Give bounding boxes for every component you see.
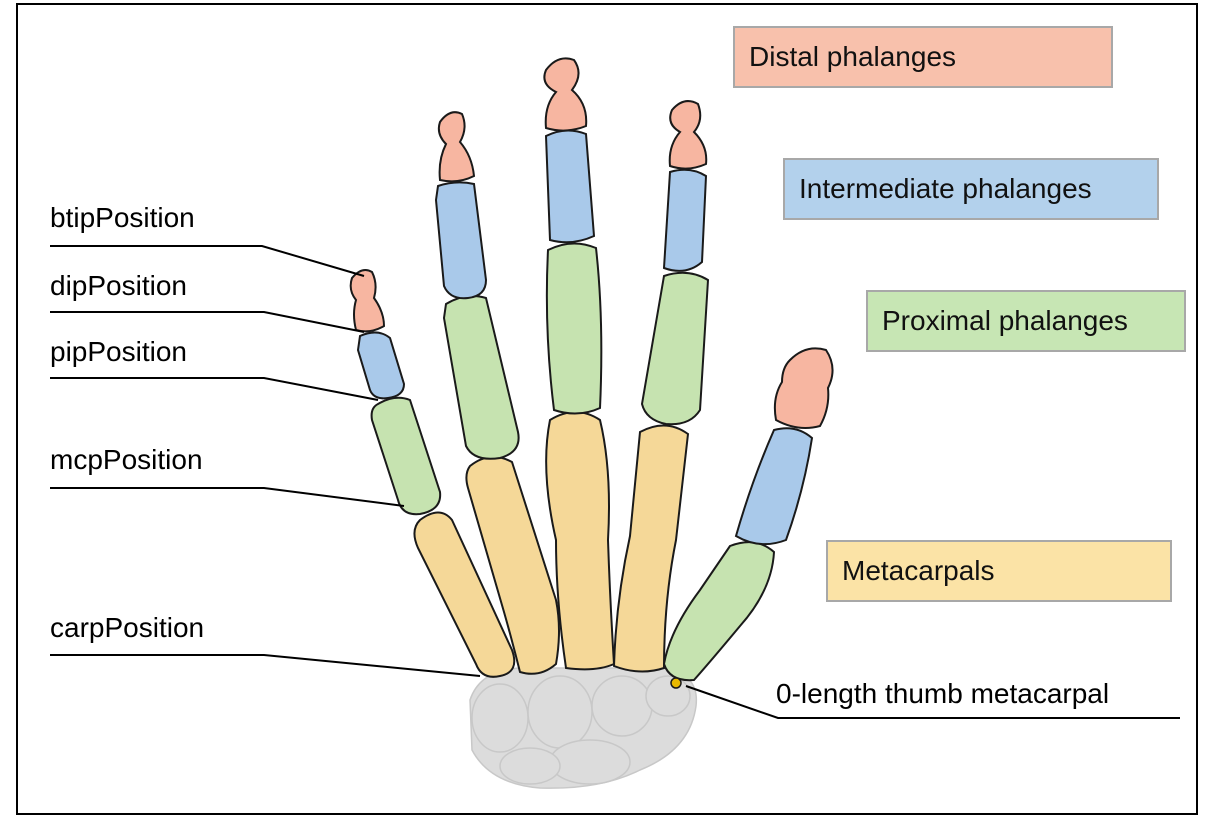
label-dip-position: dipPosition — [50, 270, 187, 301]
legend-distal: Distal phalanges — [733, 26, 1113, 88]
label-carp-position: carpPosition — [50, 612, 205, 643]
legend-metacarpal: Metacarpals — [826, 540, 1172, 602]
index-finger — [612, 100, 710, 673]
leader-lines — [50, 245, 1180, 719]
label-thumb-metacarpal: 0-length thumb metacarpal — [776, 678, 1110, 709]
label-pip-position: pipPosition — [50, 336, 187, 367]
legend-intermediate: Intermediate phalanges — [783, 158, 1159, 220]
label-mcp-position: mcpPosition — [50, 444, 203, 475]
carpal-bones — [469, 667, 698, 789]
middle-finger — [543, 57, 616, 671]
thumb — [662, 347, 834, 689]
label-btip-position: btipPosition — [50, 202, 195, 233]
little-finger — [349, 269, 516, 678]
legend-proximal: Proximal phalanges — [866, 290, 1186, 352]
ring-finger — [434, 111, 560, 675]
